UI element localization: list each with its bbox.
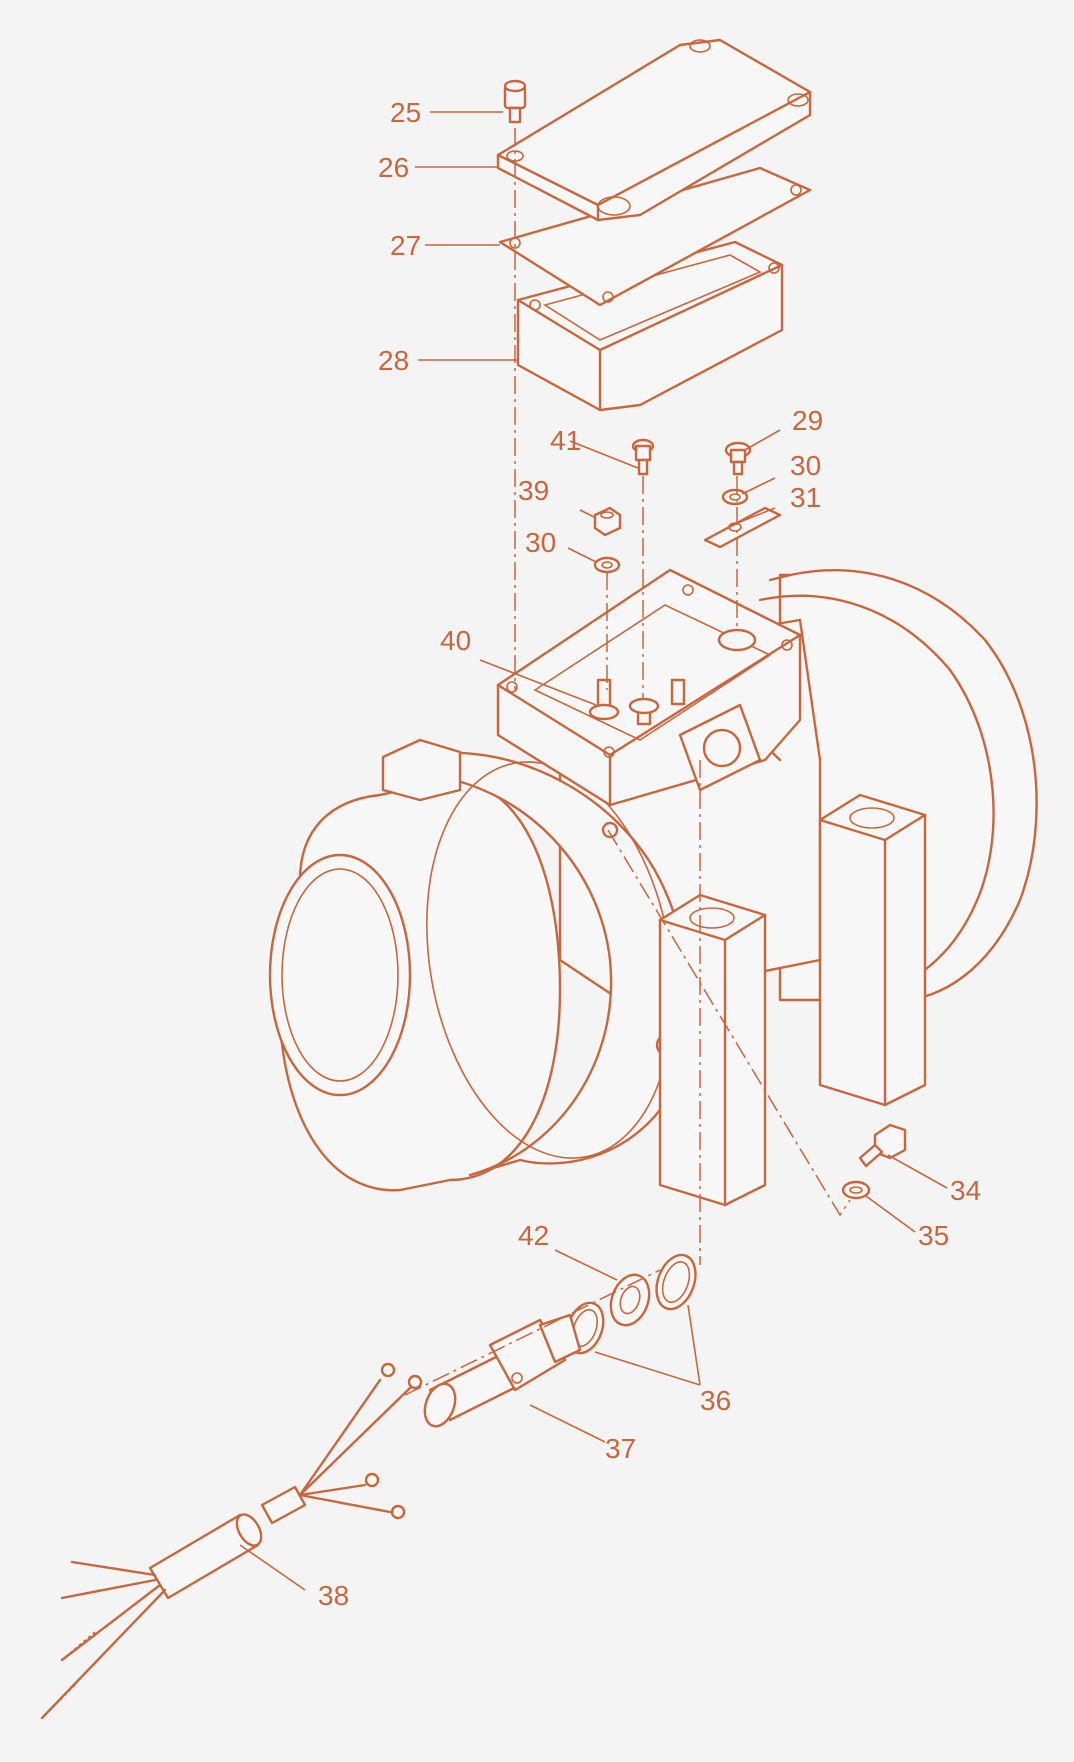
part-36-seal-right [655,1253,697,1311]
part-41-screw [631,438,655,476]
part-26-cover [496,38,812,222]
callout-42: 42 [518,1220,549,1251]
callout-41: 41 [550,425,581,456]
part-37-cable-gland [423,1313,582,1428]
part-42-bushing [609,1273,651,1327]
left-motor-housing [268,738,692,1192]
mount-leg-right [818,793,927,1107]
part-31-ground-lug [703,506,782,549]
part-39-nut [593,506,622,537]
leader-lines [239,111,948,1591]
part-29-screw [724,441,752,476]
part-34-bolt [858,1123,907,1168]
callout-26: 26 [378,152,409,183]
callout-29: 29 [792,405,823,436]
part-25-screw [503,79,527,124]
callout-28: 28 [378,345,409,376]
part-30-washer-left [593,556,621,574]
callout-38: 38 [318,1580,349,1611]
callout-36: 36 [700,1385,731,1416]
callout-40: 40 [440,625,471,656]
part-30-washer-right [721,488,749,506]
callout-27: 27 [390,230,421,261]
assembly-centerlines [404,128,851,1396]
callout-labels: 25 26 27 28 29 30 31 39 30 41 40 34 35 4… [318,97,981,1611]
callout-34: 34 [950,1175,981,1206]
callout-31: 31 [790,482,821,513]
callout-37: 37 [605,1433,636,1464]
callout-30-left: 30 [525,527,556,558]
callout-39: 39 [518,475,549,506]
mount-leg-front [658,893,767,1207]
part-38-cable [40,1362,423,1720]
callout-30-right: 30 [790,450,821,481]
callout-25: 25 [390,97,421,128]
part-35-washer [841,1180,871,1200]
callout-35: 35 [918,1220,949,1251]
